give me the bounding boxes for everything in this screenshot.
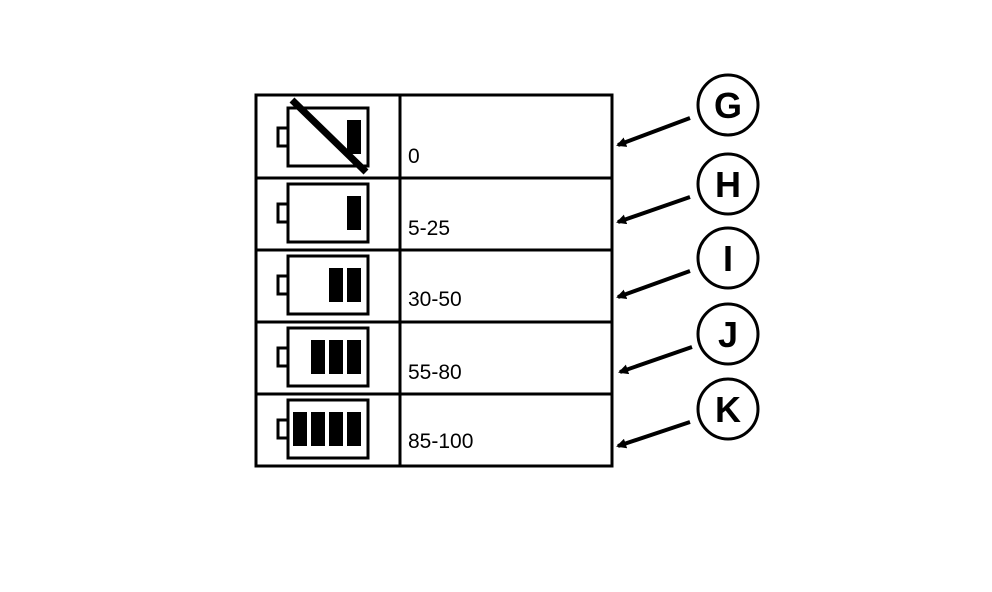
range-cell — [398, 392, 614, 468]
callout-letter: J — [718, 314, 738, 355]
callout-circle — [696, 377, 760, 441]
battery-row-2: 30-50 — [254, 248, 614, 324]
range-cell — [398, 248, 614, 324]
callout-letter: K — [715, 389, 741, 430]
range-label: 85-100 — [408, 430, 473, 453]
battery-row-0: 0 — [254, 93, 614, 180]
charge-bar — [347, 196, 361, 230]
callout-circle — [696, 302, 760, 366]
range-label: 30-50 — [408, 288, 462, 311]
callout-arrow — [616, 116, 691, 147]
battery-terminal — [276, 202, 290, 224]
range-label: 55-80 — [408, 361, 462, 384]
callout-arrow — [616, 195, 691, 225]
charge-bar — [347, 268, 361, 302]
range-label: 5-25 — [408, 217, 450, 240]
callout-circle — [696, 152, 760, 216]
battery-terminal — [276, 346, 290, 368]
charge-bar — [347, 412, 361, 446]
callout-arrow — [618, 345, 693, 375]
charge-bar — [311, 340, 325, 374]
callout-k: K — [616, 377, 760, 449]
battery-row-4: 85-100 — [254, 392, 614, 468]
strike-through-line — [289, 97, 369, 175]
battery-icon — [276, 254, 370, 316]
range-label: 0 — [408, 145, 420, 168]
battery-icon — [276, 326, 370, 388]
callout-letter: H — [715, 164, 741, 205]
charge-bar — [293, 412, 307, 446]
battery-row-1: 5-25 — [254, 176, 614, 252]
battery-icon — [276, 182, 370, 244]
callout-letter: G — [714, 85, 742, 126]
battery-terminal — [276, 126, 290, 148]
callout-circle — [696, 73, 760, 137]
callout-circle — [696, 226, 760, 290]
charge-bar — [311, 412, 325, 446]
charge-bar — [347, 340, 361, 374]
callout-letter: I — [723, 238, 733, 279]
charge-bar — [329, 340, 343, 374]
charge-bar — [347, 120, 361, 154]
battery-terminal — [276, 418, 290, 440]
charge-bar — [329, 268, 343, 302]
callout-arrow — [616, 420, 691, 449]
battery-row-3: 55-80 — [254, 320, 614, 396]
charge-bar — [329, 412, 343, 446]
callout-i: I — [616, 226, 760, 299]
battery-icon — [276, 106, 370, 168]
callout-arrow — [616, 269, 691, 299]
range-cell — [398, 93, 614, 180]
callout-j: J — [618, 302, 760, 375]
callout-g: G — [616, 73, 760, 147]
battery-terminal — [276, 274, 290, 296]
callout-h: H — [616, 152, 760, 225]
battery-icon — [276, 398, 370, 460]
